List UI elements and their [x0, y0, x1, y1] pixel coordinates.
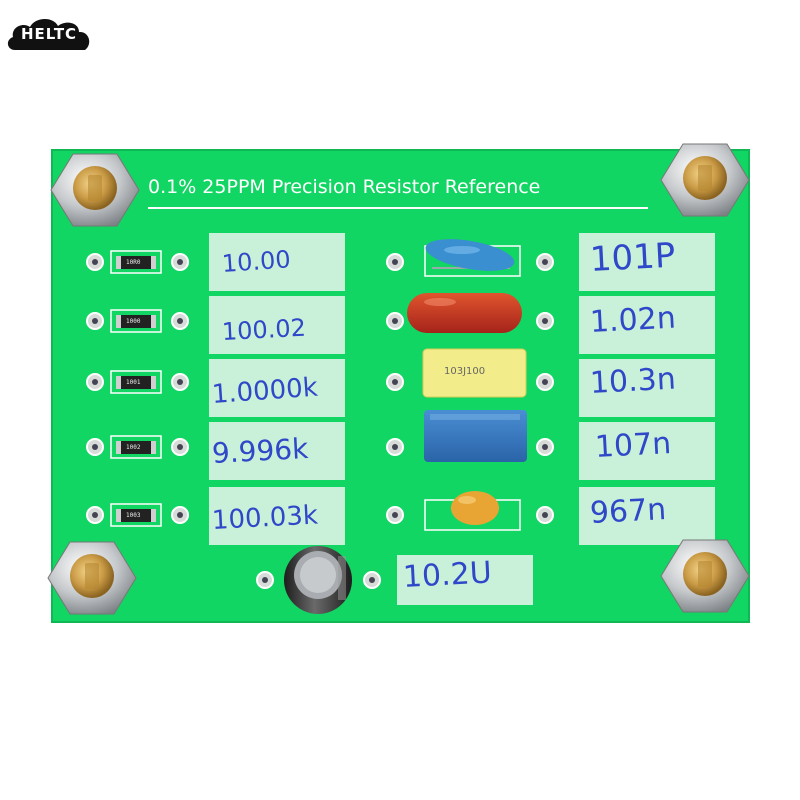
board-title: 0.1% 25PPM Precision Resistor Reference: [148, 176, 541, 198]
capacitor-value-label: 967n: [589, 492, 668, 531]
resistor-marking: 1001: [126, 379, 141, 386]
standoff-top-left: [50, 153, 140, 227]
capacitor-value-label: 101P: [588, 235, 677, 280]
brand-logo: HELTC: [5, 14, 93, 54]
electrolytic-capacitor: [284, 546, 352, 614]
resistor-value-label: 9.996k: [211, 431, 310, 470]
blue-ceramic-capacitor: [424, 239, 521, 277]
title-underline: [148, 207, 648, 209]
standoff-bottom-right: [660, 539, 750, 613]
electrolytic-value-label: 10.2U: [402, 555, 493, 595]
right-label-pads: [579, 233, 715, 545]
resistor-marking: 10R0: [126, 259, 141, 266]
logo-cloud-shape: [7, 18, 90, 50]
resistor-marking: 1002: [126, 444, 141, 451]
electrolytic-label-pad: [397, 555, 533, 605]
capacitor-test-holes: [256, 253, 554, 589]
capacitor-value-label: 10.3n: [589, 361, 677, 401]
standoff-bottom-left: [47, 541, 137, 615]
resistor-value-label: 100.03k: [211, 500, 319, 536]
capacitor-marking: 103J100: [444, 366, 486, 377]
left-label-pads: [209, 233, 345, 545]
red-film-capacitor: [407, 293, 522, 333]
standoff-top-right: [660, 143, 750, 217]
resistor-value-label: 10.00: [221, 245, 292, 278]
resistor-marking: 1000: [126, 318, 141, 325]
capacitor-value-label: 1.02n: [589, 300, 677, 340]
logo-text: HELTC: [20, 25, 78, 43]
resistor-rows: [86, 250, 189, 527]
resistor-value-label: 100.02: [221, 313, 307, 346]
resistor-marking: 1003: [126, 512, 141, 519]
blue-box-capacitor: [424, 410, 527, 462]
capacitor-value-label: 107n: [594, 426, 673, 465]
yellow-box-capacitor: [422, 348, 527, 398]
orange-ceramic-capacitor: [424, 491, 521, 531]
